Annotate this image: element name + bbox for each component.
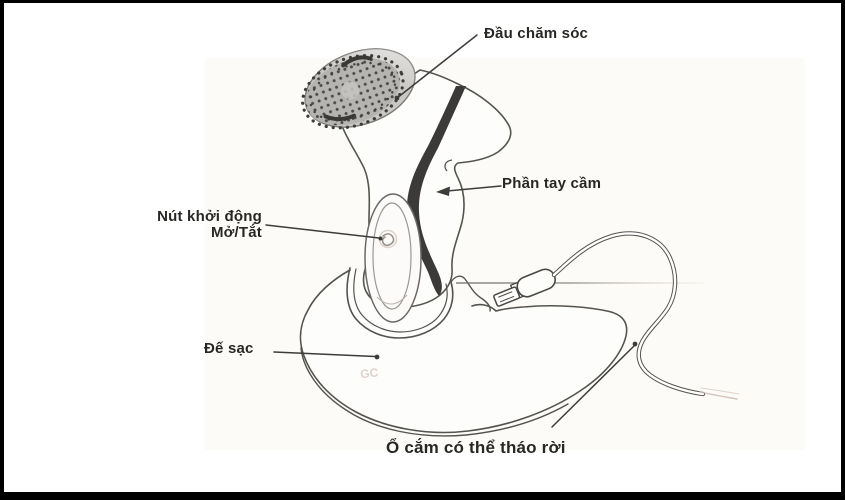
leader-power-button <box>265 224 380 239</box>
label-plug: Ổ cắm có thể tháo rời <box>386 438 566 457</box>
label-handle: Phần tay cầm <box>502 175 602 192</box>
power-cable <box>551 231 740 400</box>
dock-cradle <box>346 267 491 339</box>
dock-embossed-mark: GC <box>360 365 380 381</box>
leader-dock <box>273 351 376 358</box>
device-illustration: GC <box>205 34 805 450</box>
leader-head <box>396 34 478 99</box>
handle-crease-line <box>444 159 453 172</box>
bristle-gap-bottom <box>323 113 357 122</box>
label-power-button: Nút khởi động Mở/Tắt <box>100 209 262 241</box>
front-panel <box>364 193 422 323</box>
label-power-button-line1: Nút khởi động <box>157 208 262 225</box>
label-dock: Đế sạc <box>204 340 254 357</box>
leader-handle-arrowhead <box>436 186 450 196</box>
label-power-button-line2: Mở/Tắt <box>210 224 262 241</box>
handle-dark-stripe <box>406 86 466 296</box>
label-brush-head: Đầu chăm sóc <box>484 25 589 42</box>
usb-plug <box>493 268 556 307</box>
brush-head <box>301 48 416 130</box>
leader-plug <box>551 345 635 428</box>
diagram-paper: GC <box>4 3 841 492</box>
bristle-gap-top <box>341 55 373 68</box>
leader-handle <box>446 185 502 192</box>
leader-lines <box>265 34 638 428</box>
